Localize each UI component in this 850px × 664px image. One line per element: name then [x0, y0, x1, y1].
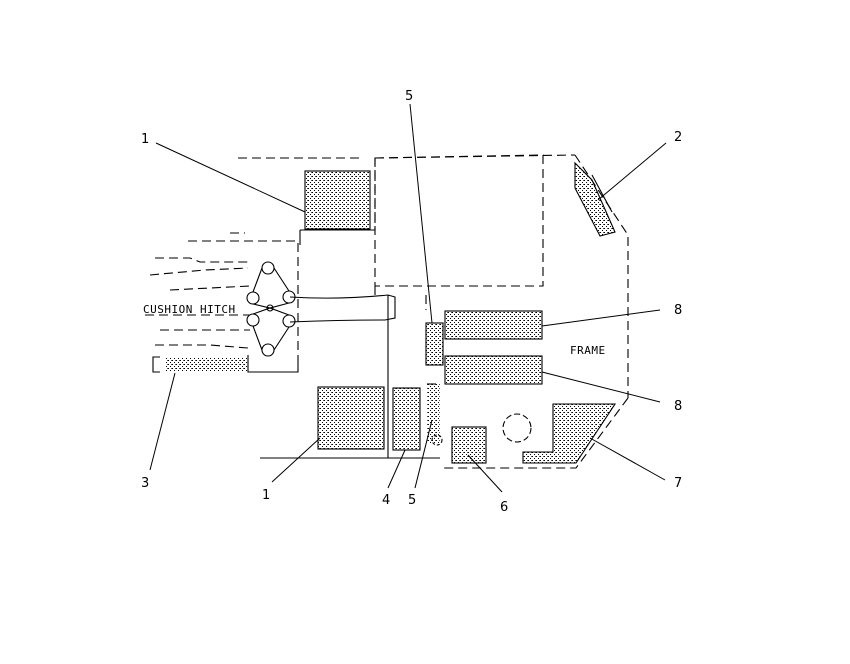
mount-2-corner [574, 161, 616, 237]
callout-3: 3 [141, 476, 149, 491]
callout-2: 2 [674, 130, 682, 145]
cab-outline [374, 154, 544, 295]
callout-8-upper: 8 [674, 303, 682, 318]
callout-1-lower: 1 [262, 488, 270, 503]
mount-1-upper [304, 170, 371, 230]
cushion-hitch-label: CUSHION HITCH [143, 303, 236, 316]
callouts: 1 2 5 8 8 7 3 1 4 5 6 [141, 89, 682, 515]
callout-4: 4 [382, 493, 390, 508]
leader-lines [149, 103, 667, 493]
bulkhead [260, 229, 440, 459]
cushion-hitch-linkage [145, 232, 396, 373]
mount-8-upper [444, 310, 543, 340]
block-6 [451, 426, 487, 464]
components [152, 161, 617, 464]
callout-6: 6 [500, 500, 508, 515]
callout-8-lower: 8 [674, 399, 682, 414]
callout-5-upper: 5 [405, 89, 413, 104]
block-5-upper [425, 322, 444, 366]
block-4 [392, 387, 421, 451]
callout-5-lower: 5 [408, 493, 416, 508]
block-5-lower [427, 384, 440, 444]
block-3-strip [165, 357, 247, 372]
mount-8-lower [444, 355, 543, 385]
mount-1-lower [317, 386, 385, 450]
mount-7-rear [522, 403, 617, 464]
frame-label: FRAME [570, 344, 606, 357]
callout-7: 7 [674, 476, 682, 491]
callout-1-upper: 1 [141, 132, 149, 147]
